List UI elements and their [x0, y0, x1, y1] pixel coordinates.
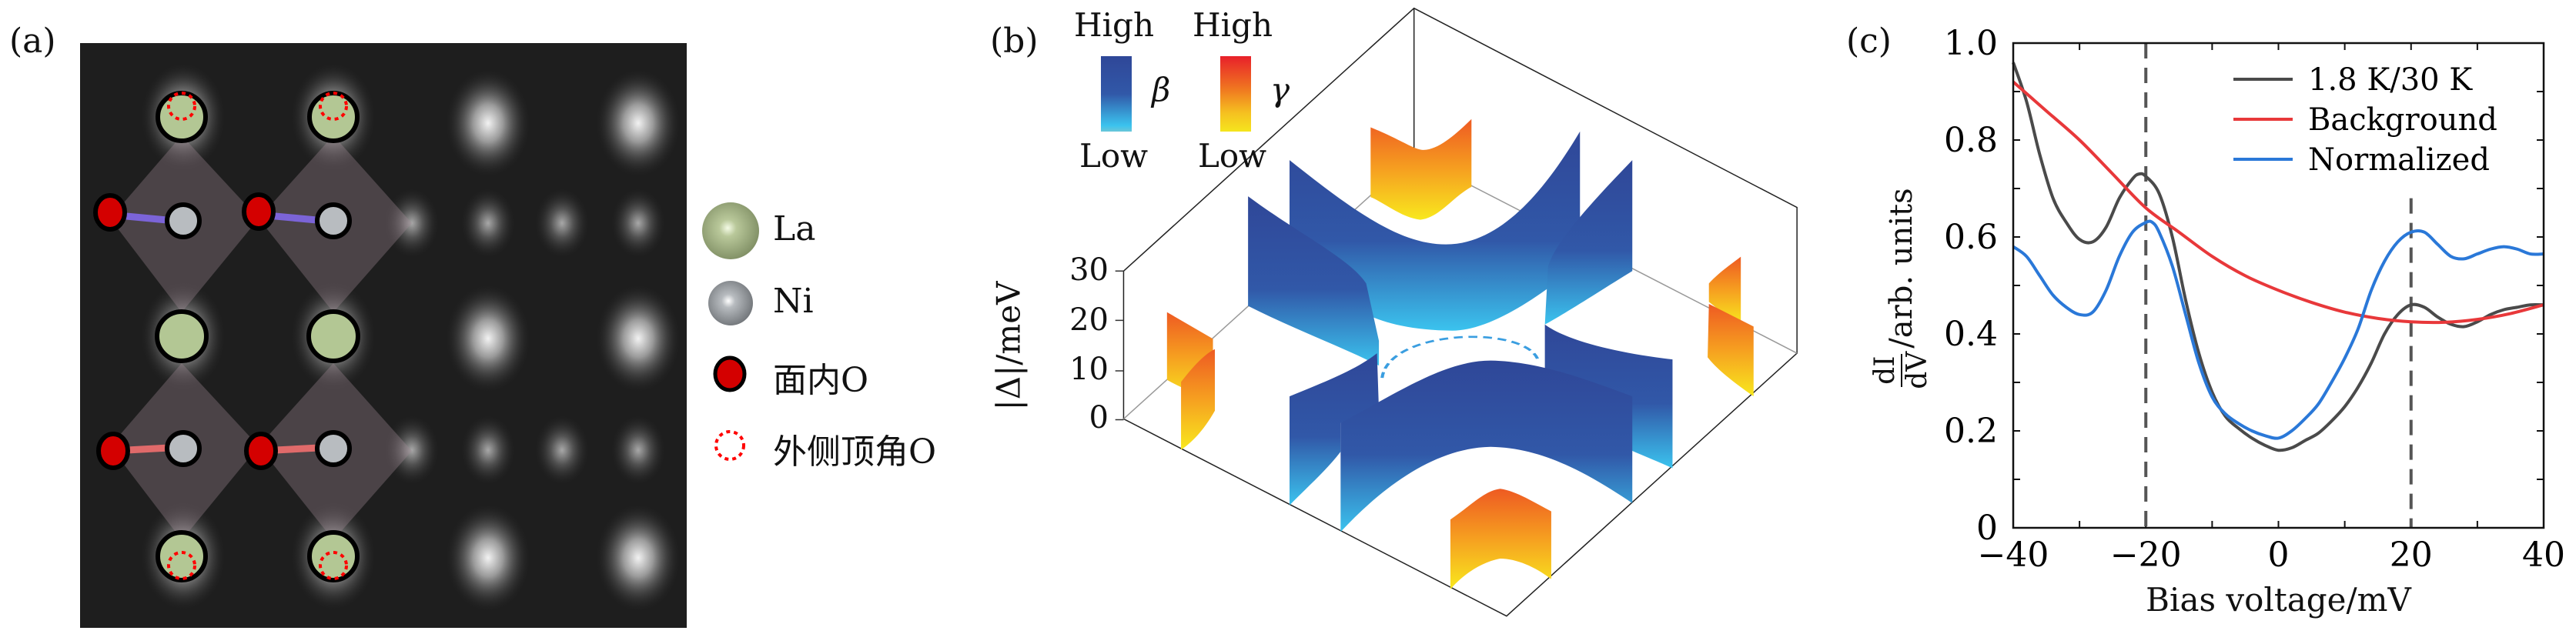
- beta-colorbar-high: High: [1074, 6, 1154, 44]
- beta-symbol: β: [1152, 71, 1171, 108]
- apical-o-legend-icon: [714, 430, 745, 461]
- legend-label: Normalized: [2308, 142, 2490, 178]
- x-tick-label: 0: [2268, 536, 2290, 575]
- beta-sheets: [1248, 131, 1673, 532]
- series-line-normalized: [2012, 219, 2544, 440]
- gamma-colorbar-low: Low: [1198, 137, 1267, 175]
- panel-a-label: (a): [9, 22, 56, 61]
- z-tick-label: 10: [1069, 352, 1109, 387]
- series-line-1-8-k-30-k: [2012, 62, 2544, 452]
- z-tick-label: 0: [1089, 400, 1109, 435]
- y-tick-label: 0.6: [1944, 218, 1998, 257]
- x-tick-label: 40: [2522, 536, 2565, 575]
- ni-legend-icon: [708, 281, 753, 325]
- beta-dashed-contour: [1380, 335, 1541, 379]
- y-tick-label: 0.8: [1944, 121, 1998, 160]
- legend-label-in-plane-o: 面内O: [773, 361, 869, 400]
- gamma-colorbar: [1220, 56, 1251, 132]
- legend-label-apical-o: 外侧顶角O: [773, 432, 937, 472]
- x-axis-label: Bias voltage/mV: [2146, 581, 2411, 619]
- gamma-sheets: [1166, 118, 1741, 403]
- la-atom: [306, 309, 360, 363]
- in-plane-o-atom: [244, 432, 278, 470]
- gamma-symbol: γ: [1270, 71, 1290, 108]
- gamma-sheets-front: [1181, 304, 1754, 590]
- y-tick-label: 1.0: [1944, 24, 1998, 63]
- beta-colorbar-low: Low: [1079, 137, 1149, 175]
- legend-label-ni: Ni: [773, 282, 814, 321]
- ni-atom: [165, 430, 202, 467]
- ni-atom: [315, 430, 352, 467]
- legend-label: Background: [2308, 102, 2497, 138]
- apical-o-markers: [167, 92, 348, 580]
- la-legend-icon: [702, 202, 759, 259]
- y-tick-label: 0.2: [1944, 412, 1998, 451]
- in-plane-o-atom: [242, 192, 276, 231]
- stem-image-with-structure: [80, 43, 759, 628]
- ni-atom: [315, 202, 352, 239]
- gap-3d-plot: [1115, 0, 1917, 644]
- gamma-colorbar-high: High: [1193, 6, 1273, 44]
- la-atom: [155, 309, 209, 363]
- in-plane-o-atom: [96, 432, 130, 470]
- in-plane-o-legend-icon: [713, 355, 747, 392]
- z-tick-label: 20: [1069, 302, 1109, 338]
- y-tick-label: 0.4: [1944, 315, 1998, 354]
- z-tick-label: 30: [1069, 252, 1109, 288]
- x-tick-label: 20: [2390, 536, 2433, 575]
- z-axis-ticks: [1115, 271, 1124, 419]
- x-tick-label: −20: [2110, 536, 2182, 575]
- x-tick-label: −40: [1978, 536, 2049, 575]
- ni-atom: [165, 202, 202, 239]
- panel-c-label: (c): [1846, 22, 1892, 61]
- plot-frame: [2012, 42, 2545, 529]
- y-tick-label: 0: [1976, 509, 1998, 548]
- in-plane-o-atom: [93, 193, 127, 232]
- legend-label: 1.8 K/30 K: [2308, 62, 2473, 98]
- beta-colorbar: [1101, 56, 1132, 132]
- bright-atom-columns: [141, 63, 681, 612]
- legend-label-la: La: [773, 209, 816, 249]
- panel-b-label: (b): [990, 22, 1039, 61]
- series-line-background: [2012, 80, 2544, 325]
